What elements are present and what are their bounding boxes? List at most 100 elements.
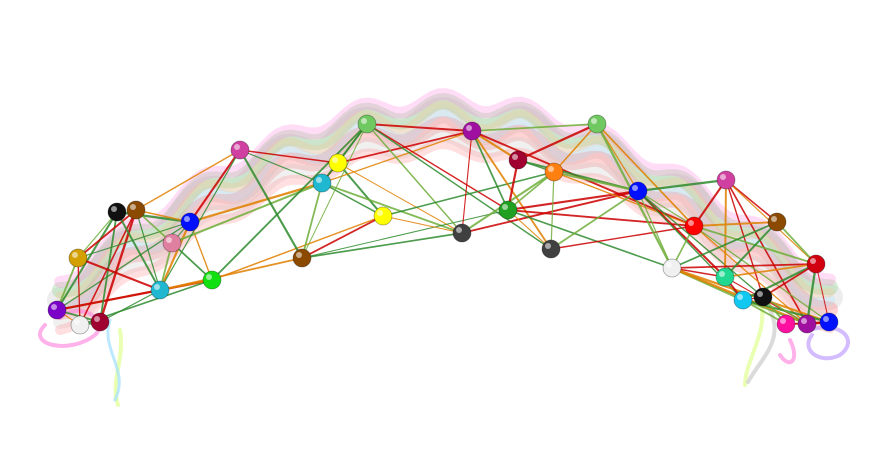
residue-sphere xyxy=(753,287,773,307)
sphere-highlight xyxy=(737,294,743,300)
residue-node-black xyxy=(753,287,773,307)
residue-node-green xyxy=(202,270,222,290)
contact-edge xyxy=(507,209,695,227)
sphere-highlight xyxy=(512,154,518,160)
contact-edge xyxy=(301,182,323,259)
contact-edge xyxy=(725,179,778,223)
contact-edge xyxy=(724,179,727,278)
loop-ribbon xyxy=(106,318,121,402)
residue-sphere xyxy=(126,200,146,220)
sphere-highlight xyxy=(74,319,80,325)
residue-node-black xyxy=(107,202,127,222)
sphere-highlight xyxy=(466,125,472,131)
sphere-highlight xyxy=(548,166,554,172)
residue-node-darkgray xyxy=(541,239,561,259)
contact-edge xyxy=(56,257,79,311)
sphere-highlight xyxy=(456,227,462,233)
sphere-highlight xyxy=(296,252,302,258)
sphere-highlight xyxy=(545,243,551,249)
helix-ribbon xyxy=(54,88,836,288)
contact-edge xyxy=(239,149,323,184)
residue-node-blue xyxy=(819,312,839,332)
contact-edge xyxy=(637,190,764,298)
contact-edge xyxy=(188,148,242,224)
residue-node-red xyxy=(684,216,704,236)
contact-edge xyxy=(211,215,384,281)
contact-edge xyxy=(301,232,463,259)
sphere-highlight xyxy=(234,144,240,150)
contact-edge xyxy=(461,190,639,234)
residue-node-orange xyxy=(544,162,564,182)
contact-edge xyxy=(636,178,728,193)
residue-sphere xyxy=(462,121,482,141)
contact-edge xyxy=(77,221,191,259)
residue-node-magenta xyxy=(716,170,736,190)
residue-sphere xyxy=(776,314,796,334)
residue-node-white xyxy=(662,258,682,278)
residue-node-purple xyxy=(47,300,67,320)
residue-node-darkgreen xyxy=(498,200,518,220)
contact-edge xyxy=(637,190,673,269)
residue-sphere xyxy=(107,202,127,222)
contact-edge xyxy=(506,189,640,212)
residue-sphere xyxy=(662,258,682,278)
contact-edge xyxy=(159,149,241,291)
contact-edge xyxy=(135,209,191,223)
contact-edge xyxy=(671,263,817,269)
sphere-highlight xyxy=(810,258,816,264)
residue-node-deepred xyxy=(90,312,110,332)
contact-edge xyxy=(637,190,695,227)
contact-edge xyxy=(116,211,161,291)
residue-node-violet xyxy=(797,314,817,334)
residue-sphere xyxy=(162,233,182,253)
residue-sphere xyxy=(544,162,564,182)
sphere-highlight xyxy=(591,118,597,124)
contact-edge xyxy=(671,221,778,269)
contact-edge xyxy=(670,266,831,324)
sphere-highlight xyxy=(154,284,160,290)
sphere-highlight xyxy=(184,216,190,222)
residue-node-magenta xyxy=(230,140,250,160)
contact-edge xyxy=(135,149,241,211)
contact-edge xyxy=(99,211,118,323)
residue-node-darkgray xyxy=(452,223,472,243)
loop-ribbon xyxy=(743,298,765,387)
contact-edge xyxy=(159,257,303,291)
contact-edge xyxy=(171,242,213,281)
contact-edge xyxy=(238,148,304,260)
helix-ribbon xyxy=(47,97,843,314)
contact-edge xyxy=(77,209,137,259)
residue-node-white xyxy=(70,315,90,335)
residue-sphere xyxy=(180,212,200,232)
sphere-highlight xyxy=(72,252,78,258)
sphere-highlight xyxy=(377,210,383,216)
residue-node-blue xyxy=(628,181,648,201)
sphere-highlight xyxy=(316,177,322,183)
sphere-highlight xyxy=(801,318,807,324)
residue-sphere xyxy=(715,267,735,287)
residue-node-brown xyxy=(292,248,312,268)
sphere-highlight xyxy=(94,316,100,322)
residue-sphere xyxy=(797,314,817,334)
residue-sphere xyxy=(767,212,787,232)
helix-ribbon xyxy=(52,93,838,298)
sphere-highlight xyxy=(111,206,117,212)
residue-sphere xyxy=(587,114,607,134)
contact-edge xyxy=(552,170,640,193)
helix-ribbon xyxy=(55,107,835,310)
sphere-highlight xyxy=(332,157,338,163)
contact-edge xyxy=(507,171,555,211)
contact-edge xyxy=(693,225,830,323)
residue-sphere xyxy=(230,140,250,160)
contact-edge xyxy=(776,221,817,265)
contact-edge xyxy=(211,123,368,281)
contact-edge xyxy=(321,130,473,184)
contact-edge xyxy=(366,123,463,234)
sphere-highlight xyxy=(720,174,726,180)
contact-edge xyxy=(815,263,830,323)
contact-edge xyxy=(135,209,161,291)
sphere-highlight xyxy=(361,118,367,124)
residue-sphere xyxy=(68,248,88,268)
residue-node-brown xyxy=(767,212,787,232)
residue-sphere xyxy=(452,223,472,243)
